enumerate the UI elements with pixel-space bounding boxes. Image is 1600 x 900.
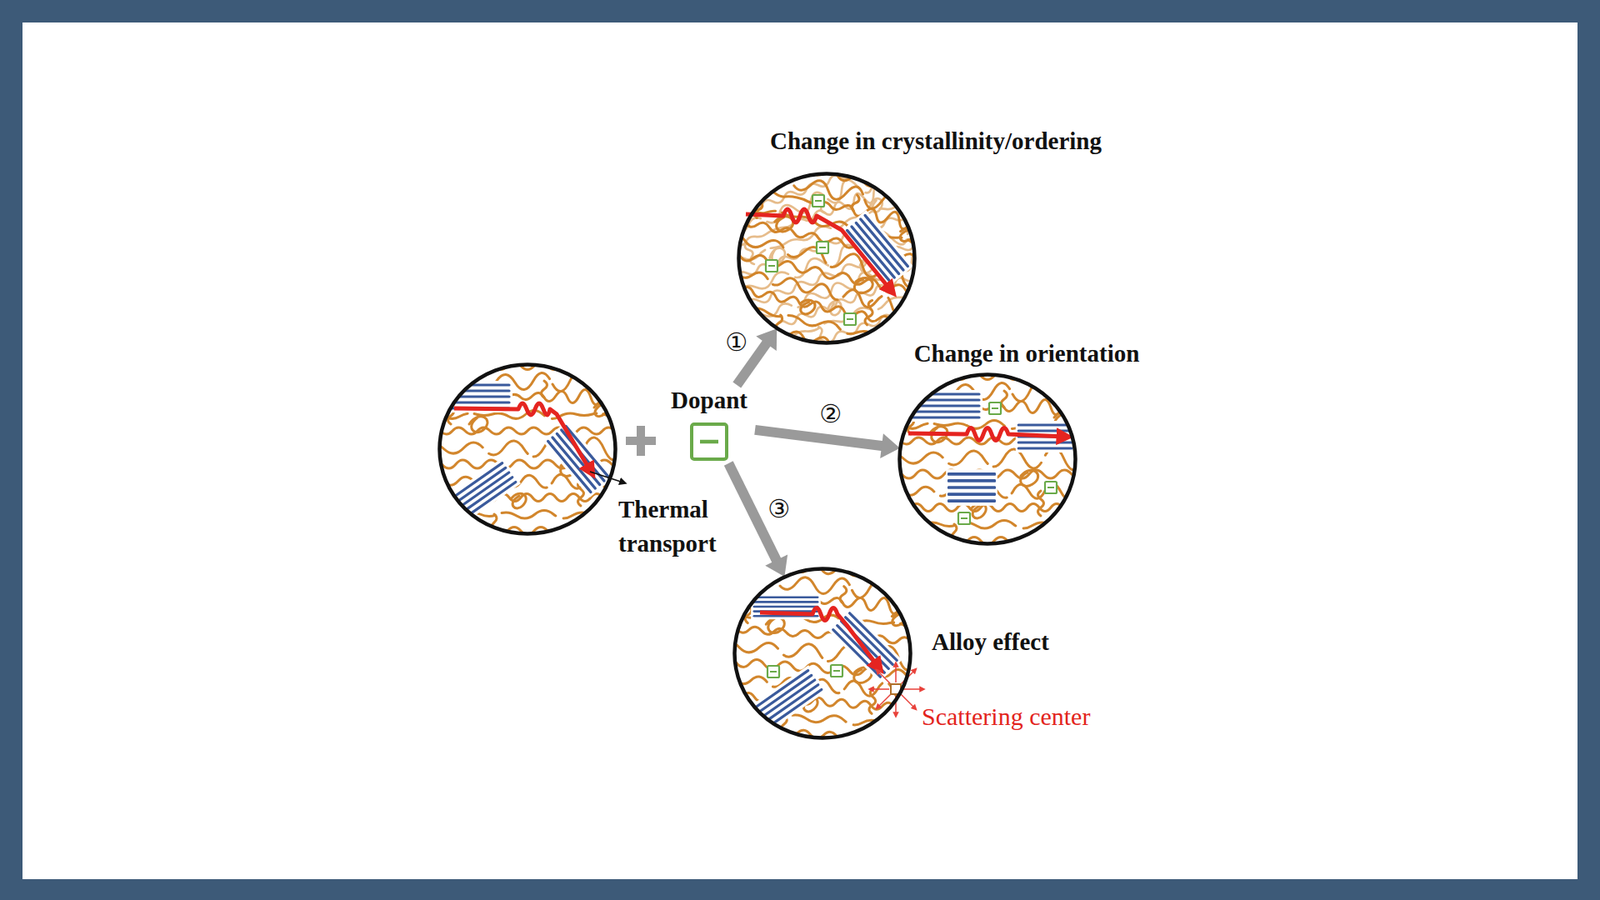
pristine-polymer-morphology bbox=[423, 358, 633, 542]
heat-path-arrow bbox=[760, 608, 878, 667]
arrow-shaft bbox=[755, 430, 884, 446]
leader-line bbox=[590, 471, 624, 483]
crystallinity-morphology bbox=[706, 151, 948, 366]
circle-outline bbox=[739, 174, 915, 344]
heat-path-arrow bbox=[745, 209, 890, 290]
scattering-rays bbox=[877, 694, 891, 708]
alloy-morphology bbox=[712, 559, 934, 746]
heading: Alloy effect bbox=[931, 627, 1115, 657]
scattering-rays bbox=[900, 694, 915, 709]
circle-outline bbox=[900, 375, 1076, 545]
morphology-circle: Alloy effectScattering center bbox=[732, 566, 913, 740]
scattering-rays bbox=[870, 664, 923, 715]
crystallinity-morphology bbox=[844, 313, 856, 325]
circle-outline bbox=[732, 566, 913, 740]
callout-number: ① bbox=[725, 330, 748, 355]
scattering-rays bbox=[870, 688, 890, 690]
orientation-morphology bbox=[883, 370, 1093, 555]
orientation-morphology bbox=[989, 402, 1001, 415]
frame-border bbox=[22, 22, 1578, 880]
scattering-rays bbox=[895, 664, 897, 683]
heat-path-arrow bbox=[454, 403, 590, 470]
crystallinity-morphology bbox=[765, 260, 778, 272]
heat-path-arrow bbox=[908, 428, 1064, 441]
scattering-rays bbox=[877, 670, 891, 685]
heading: Change in orientation bbox=[843, 339, 1210, 369]
circle-outline bbox=[440, 365, 616, 535]
dopant-label: Dopant bbox=[663, 385, 755, 415]
morphology-circle: Change in orientation bbox=[897, 372, 1078, 546]
orientation-morphology bbox=[883, 372, 1093, 545]
minus-sign bbox=[700, 440, 719, 445]
circle-outline bbox=[736, 171, 917, 345]
crystallinity-morphology bbox=[812, 195, 825, 207]
callout-number: ③ bbox=[767, 496, 790, 522]
callout-text: Scattering center bbox=[921, 701, 1139, 732]
dopant-symbol bbox=[691, 424, 727, 460]
scattering-rays bbox=[902, 688, 923, 690]
callout-number: ② bbox=[819, 401, 842, 427]
callout-text: Thermal transport bbox=[618, 492, 744, 561]
arrow-head bbox=[765, 555, 788, 577]
polymer-circle: Thermal transport bbox=[437, 362, 618, 536]
circle-outline bbox=[735, 569, 911, 739]
circle-outline bbox=[437, 362, 618, 536]
orientation-morphology bbox=[958, 512, 970, 525]
alloy-morphology bbox=[748, 665, 827, 734]
alloy-morphology bbox=[712, 559, 934, 746]
pristine-polymer-morphology bbox=[442, 457, 521, 526]
crystallinity-morphology bbox=[816, 241, 829, 254]
alloy-morphology bbox=[830, 665, 843, 677]
alloy-morphology bbox=[767, 665, 780, 678]
pristine-polymer-morphology bbox=[542, 420, 615, 498]
arrow-head bbox=[755, 328, 777, 351]
heading: Change in crystallinity/ordering bbox=[719, 126, 1153, 156]
crystallinity-morphology bbox=[706, 151, 948, 366]
circle-outline bbox=[897, 372, 1078, 546]
plus-sign bbox=[625, 425, 656, 456]
pristine-polymer-morphology bbox=[423, 362, 633, 535]
dopant-box: Dopant bbox=[663, 385, 755, 464]
process-arrow bbox=[755, 430, 900, 459]
crystallinity-morphology bbox=[711, 155, 942, 366]
orientation-morphology bbox=[883, 370, 1093, 555]
dopant-symbol bbox=[690, 422, 729, 461]
orientation-morphology bbox=[945, 469, 998, 506]
pristine-polymer-morphology bbox=[423, 358, 633, 542]
arrow-head bbox=[880, 433, 900, 459]
orientation-morphology bbox=[1045, 481, 1057, 494]
morphology-circle: Change in crystallinity/ordering bbox=[736, 171, 917, 345]
plus-sign bbox=[636, 425, 645, 456]
alloy-morphology bbox=[712, 559, 934, 746]
